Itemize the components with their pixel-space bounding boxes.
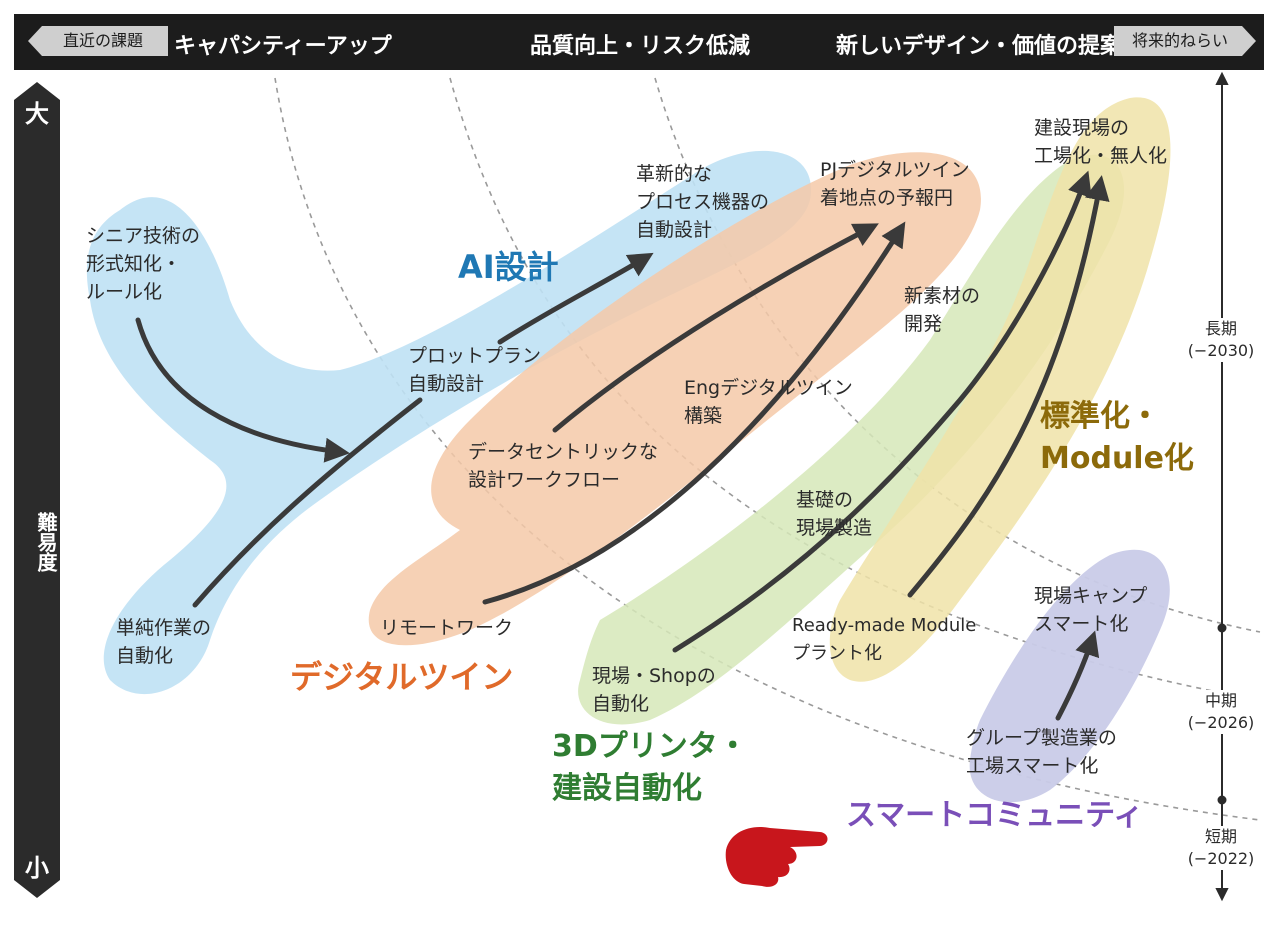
timeline-mid: 中期 (−2026) [1166,690,1276,734]
arrow-simple-to-plot [192,397,423,608]
timeline-axis [1215,71,1229,902]
header-title-center: 品質向上・リスク低減 [530,34,751,59]
arrow-readymade-to-factory-2 [907,175,1110,598]
item-foundation: 基礎の 現場製造 [796,489,873,539]
difficulty-axis: 大 難易度 小 [14,82,60,898]
blob-smart-community [969,549,1170,803]
item-senior-knowledge: シニア技術の 形式知化・ ルール化 [86,225,201,303]
item-ready-made: Ready-made Module プラント化 [792,615,977,664]
item-site-shop: 現場・Shopの 自動化 [592,665,716,715]
item-eng-digital-twin: Engデジタルツイン 構築 [684,377,853,427]
timeline-short: 短期 (−2022) [1166,826,1276,870]
arrow-shop-to-factory-1 [672,170,1092,653]
item-pj-digital-twin: PJデジタルツイン 着地点の予報円 [820,159,970,209]
arrow-datacentric-to-pj [552,223,879,433]
arrow-senior-to-ai [135,317,350,463]
item-group-factory: グループ製造業の 工場スマート化 [966,727,1117,777]
category-smart-community: スマートコミュニティ [846,798,1144,833]
timeline-long: 長期 (−2030) [1166,318,1276,362]
difficulty-label: 難易度 [34,512,58,572]
category-digital-twin: デジタルツイン [290,658,514,696]
pointing-hand-icon [725,826,828,887]
item-site-factory: 建設現場の 工場化・無人化 [1034,117,1168,167]
blob-ai-design [86,150,812,695]
arrow-group-to-camp [1055,630,1100,721]
item-remote-work: リモートワーク [380,617,514,639]
difficulty-low: 小 [25,854,49,882]
difficulty-high: 大 [25,100,49,128]
category-module: 標準化・ Module化 [1040,399,1194,476]
header-title-left: キャパシティーアップ [174,34,392,59]
left-tag: 直近の課題 [28,26,168,56]
arrow-plot-to-process [497,252,654,345]
item-process-equipment: 革新的な プロセス機器の 自動設計 [636,163,770,241]
blob-digital-twin [368,152,981,646]
category-3d-printer: 3Dプリンタ・ 建設自動化 [552,729,748,806]
item-simple-automation: 単純作業の 自動化 [116,617,212,667]
item-new-material: 新素材の 開発 [904,285,981,335]
item-data-centric: データセントリックな 設計ワークフロー [468,441,659,491]
arrow-remote-to-pj [482,221,906,605]
category-ai-design: AI設計 [458,248,559,286]
right-tag: 将来的ねらい [1114,26,1256,56]
header-bar: 直近の課題 キャパシティーアップ 品質向上・リスク低減 新しいデザイン・価値の提… [14,14,1264,70]
item-site-camp: 現場キャンプ スマート化 [1034,585,1148,635]
item-plot-plan: プロットプラン 自動設計 [408,345,542,395]
header-title-right: 新しいデザイン・価値の提案 [836,34,1123,59]
blob-3d-printer [578,154,1125,725]
